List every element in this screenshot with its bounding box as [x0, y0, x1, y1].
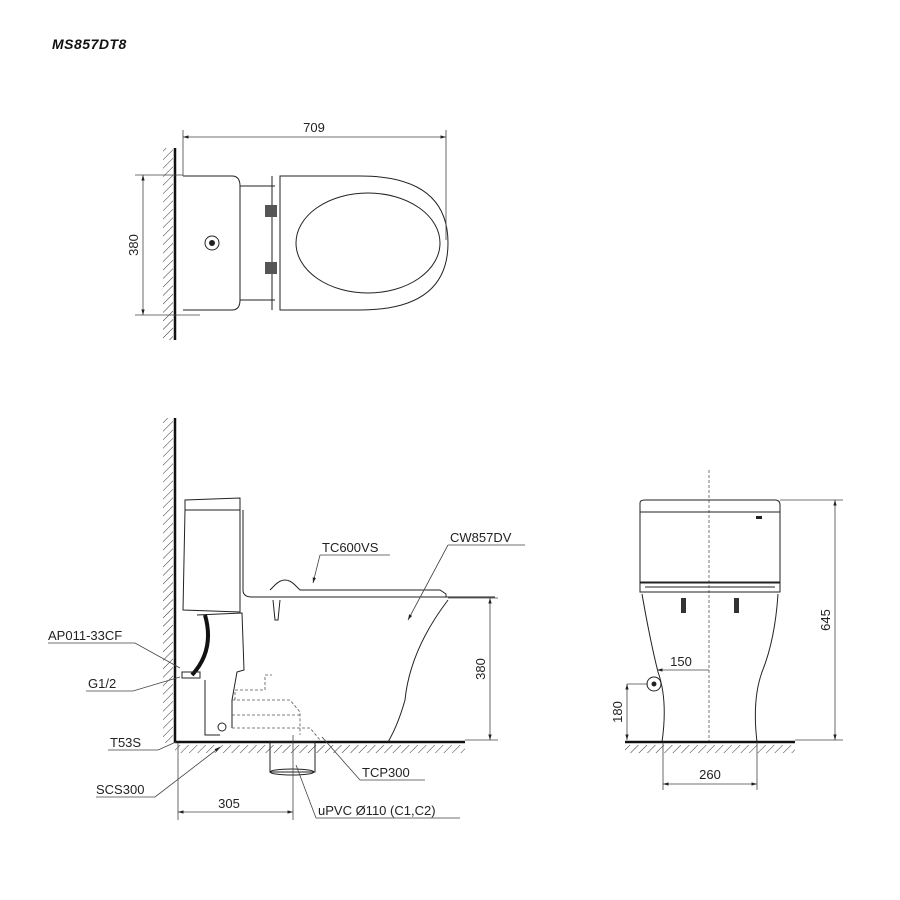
label-seat: TC600VS [322, 540, 379, 555]
side-view: 305 380 TC600VS CW857DV AP011-33CF G1/2 … [48, 418, 525, 820]
label-sealing: SCS300 [96, 782, 144, 797]
label-angle-valve: AP011-33CF [48, 628, 122, 643]
dim-inlet-offset: 150 [670, 654, 692, 669]
dim-rough-in: 305 [218, 796, 240, 811]
top-view: 709 380 [126, 120, 449, 340]
dim-top-width: 709 [303, 120, 325, 135]
dim-base-width: 260 [699, 767, 721, 782]
wall-hatch [163, 148, 173, 340]
hinge-bolt-icon [265, 262, 277, 274]
seat-outline [279, 175, 449, 311]
model-title: MS857DT8 [52, 36, 127, 52]
label-hose: T53S [110, 735, 141, 750]
dim-top-depth: 380 [126, 234, 141, 256]
label-bowl: CW857DV [450, 530, 512, 545]
label-flange: TCP300 [362, 765, 410, 780]
dim-seat-height: 380 [473, 658, 488, 680]
label-pipe: uPVC Ø110 (C1,C2) [318, 803, 436, 818]
seat-opening [295, 192, 441, 294]
tank-top [183, 175, 241, 311]
flush-button-icon [204, 235, 220, 251]
front-view: 645 150 180 260 [610, 470, 843, 790]
dim-inlet-height: 180 [610, 701, 625, 723]
label-inlet: G1/2 [88, 676, 116, 691]
dim-total-height: 645 [818, 609, 833, 631]
hinge-bolt-icon [265, 205, 277, 217]
